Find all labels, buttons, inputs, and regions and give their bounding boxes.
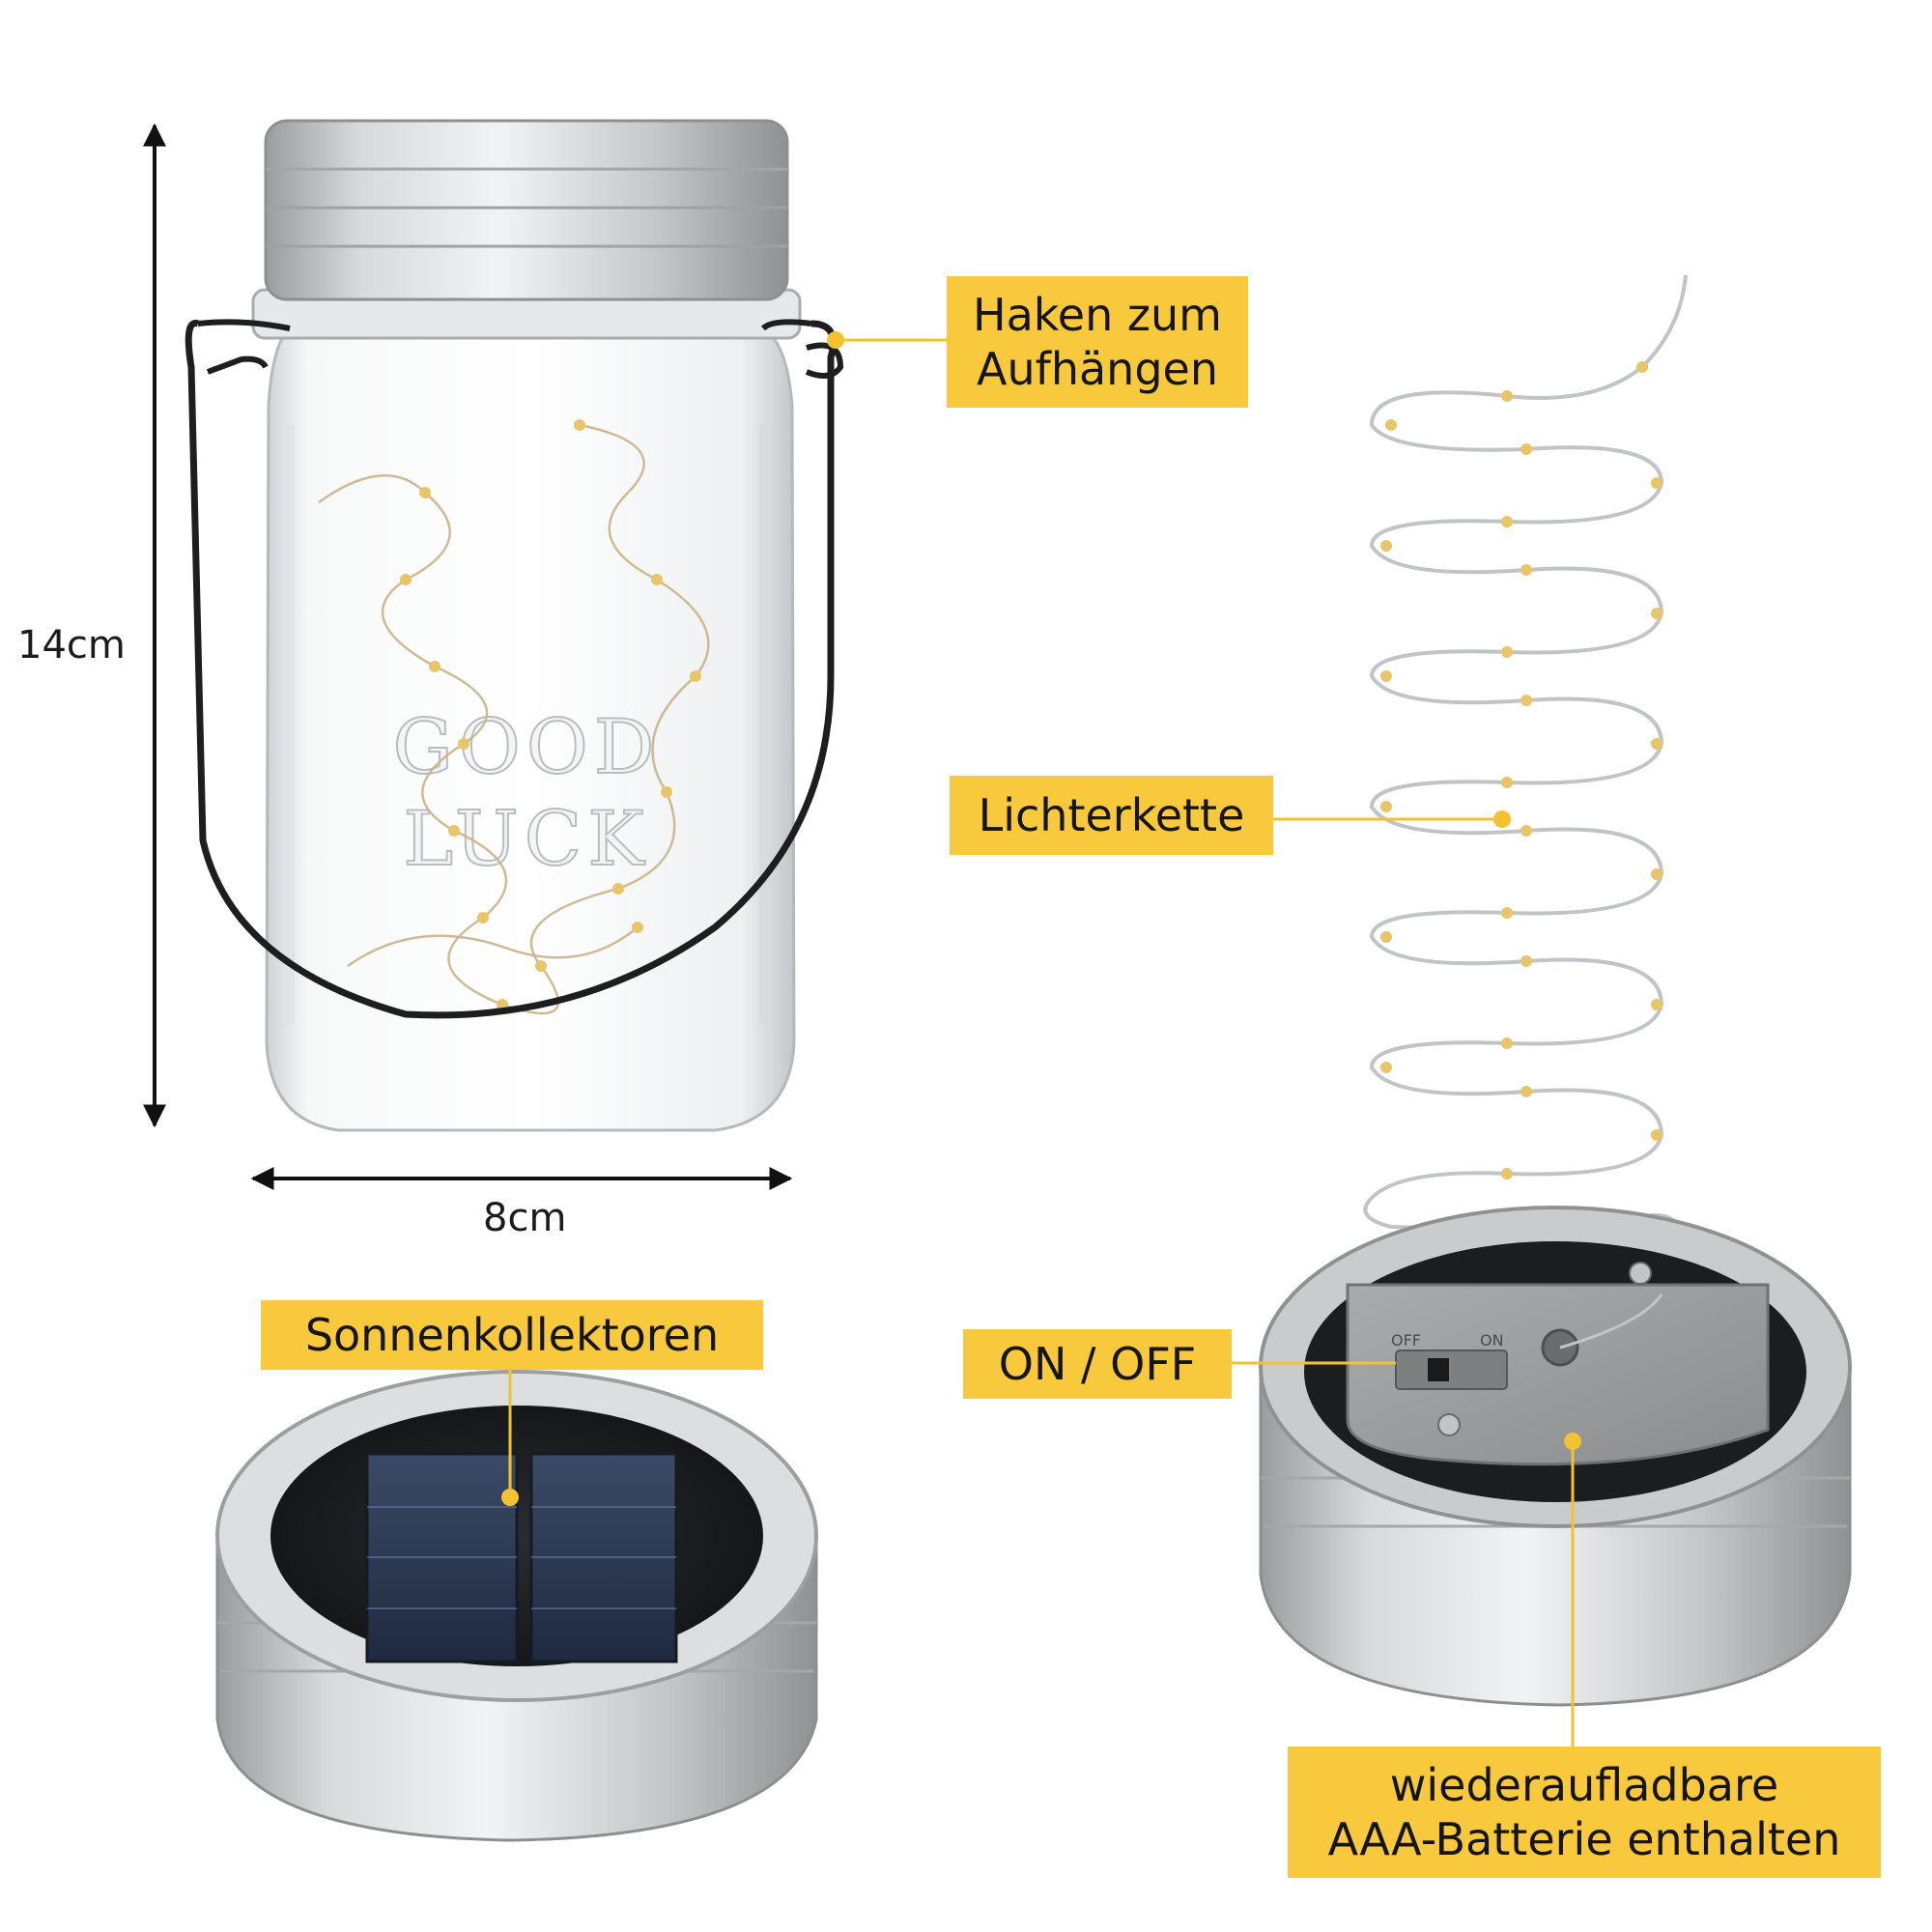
fairy-lights-callout-text: Lichterkette bbox=[978, 788, 1245, 841]
hanging-handle-wire bbox=[185, 320, 837, 1019]
fairy-lights-callout: Lichterkette bbox=[950, 776, 1273, 855]
switch-off-marking: OFF bbox=[1391, 1331, 1421, 1350]
switch-callout: ON / OFF bbox=[963, 1329, 1232, 1399]
height-dimension-label: 14cm bbox=[17, 623, 126, 668]
hook-callout-line1: Haken zum bbox=[973, 288, 1222, 341]
battery-lid: OFF ON bbox=[1259, 1206, 1852, 1707]
solar-callout-text: Sonnenkollektoren bbox=[304, 1308, 720, 1361]
width-dimension-label: 8cm bbox=[483, 1196, 567, 1240]
solar-cells bbox=[365, 1452, 678, 1663]
fairy-light-string bbox=[1363, 274, 1690, 1298]
switch-on-marking: ON bbox=[1480, 1331, 1504, 1350]
battery-callout-line1: wiederaufladbare bbox=[1389, 1758, 1779, 1811]
mason-jar: GOOD LUCK bbox=[185, 119, 844, 1132]
solar-callout: Sonnenkollektoren bbox=[261, 1300, 763, 1370]
switch-callout-text: ON / OFF bbox=[998, 1337, 1197, 1390]
jar-embossing-line2: LUCK bbox=[403, 796, 649, 883]
hook-callout-line2: Aufhängen bbox=[977, 343, 1218, 395]
battery-callout: wiederaufladbare AAA-Batterie enthalten bbox=[1288, 1747, 1881, 1878]
solar-lid bbox=[215, 1370, 818, 1842]
jar-embossing-line1: GOOD bbox=[393, 704, 661, 791]
hook-callout: Haken zum Aufhängen bbox=[947, 276, 1248, 408]
leader-dots bbox=[501, 331, 1581, 1506]
leader-lines bbox=[508, 338, 1575, 1747]
battery-callout-line2: AAA-Batterie enthalten bbox=[1327, 1813, 1841, 1865]
on-off-switch[interactable]: OFF ON bbox=[1391, 1331, 1508, 1390]
